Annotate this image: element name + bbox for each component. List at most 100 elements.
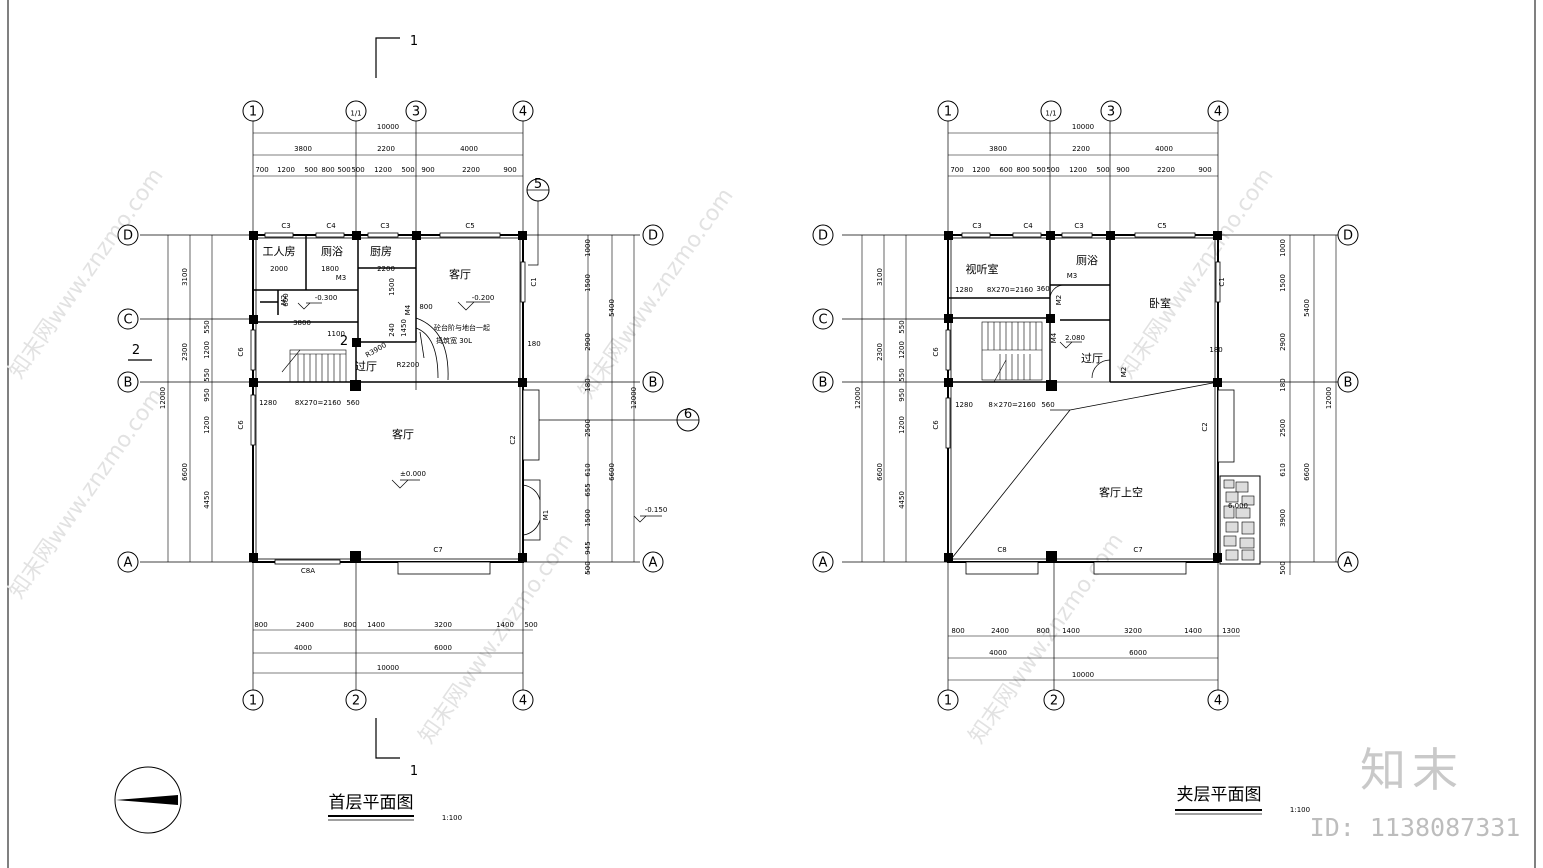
dimension-label: 1100 [327, 330, 345, 338]
dimension-label: 1200 [203, 341, 211, 359]
dimension-label: 500 [1032, 166, 1045, 174]
dimension-label: R3900 [364, 341, 388, 359]
dimension-label: 500 [1279, 561, 1287, 574]
watermark-text: 知末网www.znzmo.com [574, 184, 738, 404]
axis-bubble-top: 4 [1214, 105, 1222, 120]
room-label: 工人房 [263, 245, 296, 258]
dimension-label: 6000 [1129, 649, 1147, 657]
dimension-label: 1280 [259, 399, 277, 407]
windows [250, 232, 540, 575]
plan-title: 夹层平面图 [1177, 785, 1262, 805]
axis-bubble-bottom-circle [1207, 689, 1229, 711]
axis-bubble-right-circle [1337, 371, 1359, 393]
door-label: M4 [1050, 332, 1058, 343]
axis-bubble-left-circle [117, 308, 139, 330]
plan-scale: 1:100 [1290, 806, 1310, 814]
dimension-label: 1500 [584, 274, 592, 292]
dimension-label: 1300 [1222, 627, 1240, 635]
dimension-label: 12000 [854, 387, 862, 409]
dimension-label: 6.000 [1228, 502, 1248, 510]
axis-bubble-right: A [649, 556, 658, 571]
dimension-label: ±0.000 [400, 470, 426, 478]
axis-bubble-right: B [649, 376, 658, 391]
axis-bubble-left-circle [812, 224, 834, 246]
axis-bubble-bottom: 1 [944, 694, 952, 709]
windows [945, 232, 1235, 575]
axis-bubble-top-circle [1100, 100, 1122, 122]
axis-bubble-left-circle [812, 371, 834, 393]
door-label: M2 [280, 295, 288, 306]
dimension-label: 3900 [1279, 509, 1287, 527]
axis-bubble-left: C [818, 313, 827, 328]
window-label: C2 [509, 435, 517, 444]
dimension-label: 2300 [181, 343, 189, 361]
interior-walls [253, 235, 524, 562]
dimension-label: 600 [999, 166, 1012, 174]
axis-bubble-top-circle [242, 100, 264, 122]
axis-bubble-left: B [819, 376, 828, 391]
window-label: C5 [1157, 222, 1166, 230]
note-text: 砼台阶与地台一起 [434, 323, 490, 332]
columns [944, 231, 1222, 562]
room-label: 厕浴 [1076, 254, 1098, 267]
dimension-label: 610 [584, 463, 592, 476]
dimension-label: 610 [1279, 463, 1287, 476]
room-label: 厕浴 [321, 245, 343, 258]
dimension-label: 2500 [584, 419, 592, 437]
dimension-label: 560 [1041, 401, 1054, 409]
dimension-label: 500 [1096, 166, 1109, 174]
dimension-lines [861, 132, 1337, 681]
dimension-label: 1200 [374, 166, 392, 174]
dimension-label: 1400 [1184, 627, 1202, 635]
dimension-label: 2900 [584, 333, 592, 351]
axis-bubble-bottom: 1 [249, 694, 257, 709]
window-label: C7 [433, 546, 442, 554]
dimension-label: 10000 [377, 664, 399, 672]
drawing-id: ID: 1138087331 [1310, 813, 1521, 842]
axis-bubble-right-circle [642, 371, 664, 393]
axis-bubble-bottom-circle [1043, 689, 1065, 711]
dimension-label: 1000 [1279, 239, 1287, 257]
dimension-label: 1500 [584, 509, 592, 527]
dimension-label: 3800 [294, 145, 312, 153]
dimension-label: 2200 [462, 166, 480, 174]
room-label: 厨房 [370, 245, 392, 258]
dimension-label: 1800 [321, 265, 339, 273]
dimension-label: 3200 [434, 621, 452, 629]
interior-walls [948, 235, 1218, 383]
dimension-label: 4000 [1155, 145, 1173, 153]
level-marks [1059, 341, 1082, 349]
watermark-text: 知末网www.znzmo.com [4, 164, 168, 384]
dimension-label: 2900 [1279, 333, 1287, 351]
dimension-label: 6000 [434, 644, 452, 652]
axis-bubble-bottom: 2 [352, 694, 360, 709]
dimension-label: 4450 [203, 491, 211, 509]
dimension-label: 12000 [1325, 387, 1333, 409]
dimension-label: 800 [1036, 627, 1049, 635]
axis-bubble-top: 1 [944, 105, 952, 120]
dimension-label: 180 [1209, 346, 1222, 354]
dimension-label: 1200 [203, 416, 211, 434]
axis-bubble-top-circle [1040, 100, 1062, 122]
axis-bubble-bottom: 2 [1050, 694, 1058, 709]
dimension-label: 1200 [898, 416, 906, 434]
window-label: C6 [932, 420, 940, 430]
axis-bubble-bottom-circle [937, 689, 959, 711]
dimension-label: 550 [898, 368, 906, 381]
dimension-label: 1200 [972, 166, 990, 174]
detail-mark: 5 [534, 177, 542, 192]
stair [981, 321, 1043, 383]
window-label: C3 [1074, 222, 1083, 230]
door-label: M2 [1055, 295, 1063, 306]
dimension-label: 600 [282, 293, 290, 306]
axis-bubble-bottom: 4 [519, 694, 527, 709]
dimension-label: 550 [898, 320, 906, 333]
dimension-label: 1000 [584, 239, 592, 257]
axis-bubble-top-circle [405, 100, 427, 122]
door-label: M4 [404, 304, 412, 315]
dimension-label: 1400 [496, 621, 514, 629]
window-label: C8A [301, 567, 315, 575]
room-label: 过厅 [355, 360, 377, 373]
dimension-label: 6600 [1303, 463, 1311, 481]
